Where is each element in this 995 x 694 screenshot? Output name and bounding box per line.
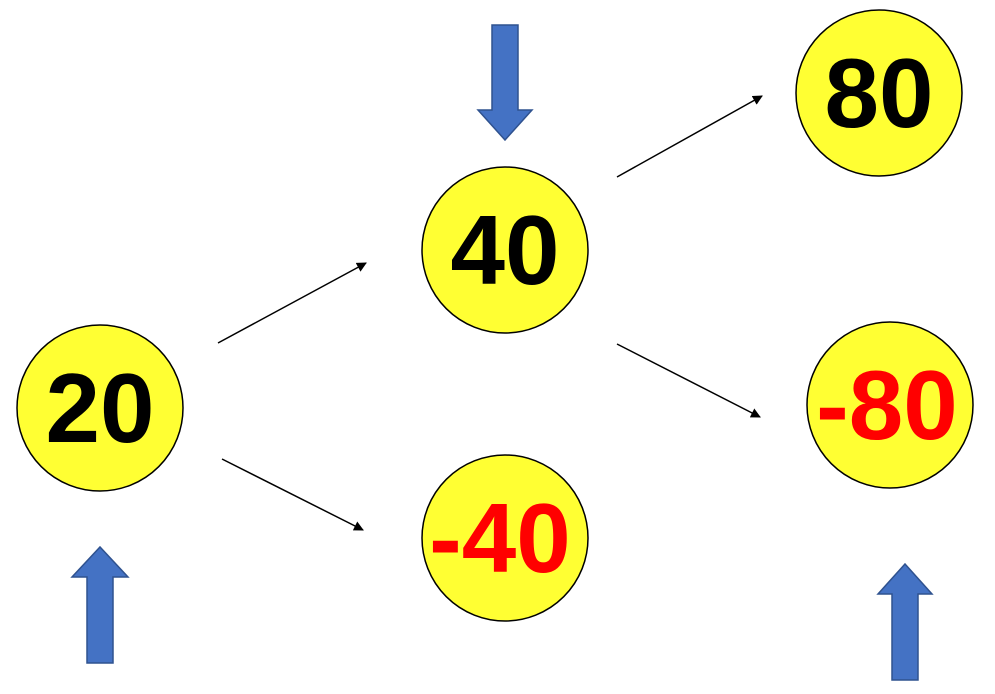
connector-arrow-20-to-minus40 <box>221 458 364 531</box>
node-label: 40 <box>450 195 559 305</box>
up-arrow-icon <box>876 562 934 681</box>
node-40: 40 <box>421 166 589 334</box>
node-label: -80 <box>816 350 958 460</box>
node-circle <box>795 9 963 177</box>
node-circle <box>421 166 589 334</box>
node-20: 20 <box>16 324 184 492</box>
node-label: -40 <box>429 483 571 593</box>
node-minus-40: -40 <box>421 454 589 622</box>
down-arrow-icon <box>476 24 534 142</box>
node-circle <box>806 321 974 489</box>
node-minus-80: -80 <box>806 321 974 489</box>
node-circle <box>16 324 184 492</box>
connector-arrow-40-to-minus80 <box>616 343 761 418</box>
node-circle <box>421 454 589 622</box>
node-label: 20 <box>45 353 154 463</box>
up-arrow-icon <box>70 545 130 664</box>
connector-arrow-20-to-40 <box>217 262 367 344</box>
node-label: 80 <box>824 38 933 148</box>
node-80: 80 <box>795 9 963 177</box>
connector-arrow-40-to-80 <box>616 95 763 178</box>
